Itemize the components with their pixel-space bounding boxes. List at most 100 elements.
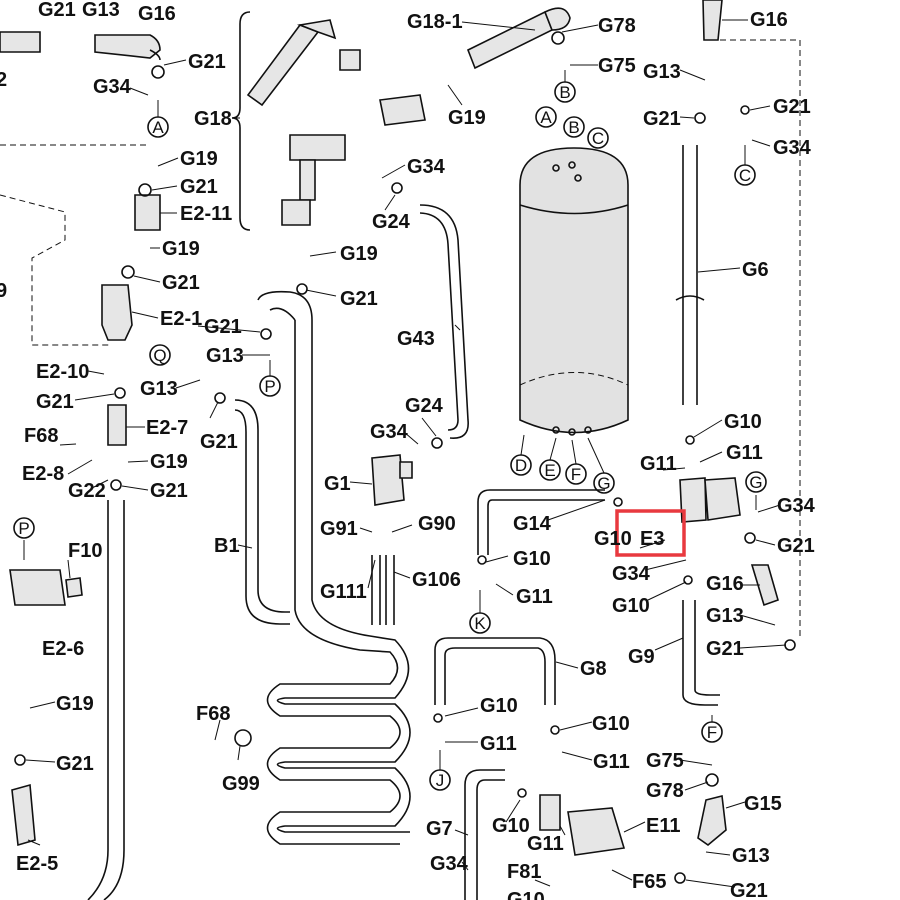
label-g7: G7 <box>426 818 453 840</box>
label-b1: B1 <box>214 535 240 557</box>
label-g21-f: G21 <box>56 753 94 775</box>
label-e3: E3 <box>640 528 664 550</box>
label-g19-3: G19 <box>150 451 188 473</box>
connector-p1-label: P <box>264 377 275 396</box>
label-g11-2: G11 <box>640 453 677 475</box>
label-g19-2: G19 <box>162 238 200 260</box>
label-e2-10: E2-10 <box>36 361 89 383</box>
label-g24-1: G24 <box>372 211 411 233</box>
pipe-g7 <box>464 769 505 900</box>
label-g34-c: G34 <box>370 421 409 443</box>
label-g13-right-2: G13 <box>706 605 744 627</box>
label-g16-right: G16 <box>750 9 788 31</box>
label-g106: G106 <box>412 569 461 591</box>
label-g34-right-3: G34 <box>612 563 651 585</box>
label-e11: E11 <box>646 815 680 837</box>
pipe-g9 <box>682 600 720 706</box>
connector-p2-label: P <box>18 519 29 538</box>
label-e2-7: E2-7 <box>146 417 188 439</box>
label-g19-1: G19 <box>180 148 218 170</box>
label-g1: G1 <box>324 473 351 495</box>
label-g13-top-left: G13 <box>82 0 120 21</box>
label-g10-4: G10 <box>612 595 650 617</box>
label-g21-h: G21 <box>204 316 242 338</box>
connector-q-label: Q <box>153 346 166 365</box>
label-g75-1: G75 <box>598 55 636 77</box>
label-g21-d: G21 <box>36 391 74 413</box>
label-g21-right-5: G21 <box>730 880 768 900</box>
label-g10-3: G10 <box>594 528 632 550</box>
label-g16-top-left: G16 <box>138 3 176 25</box>
label-g19-5: G19 <box>448 107 486 129</box>
label-f81: F81 <box>507 861 541 883</box>
connector-q <box>149 344 171 366</box>
label-f68-2: F68 <box>196 703 230 725</box>
connector-stems <box>23 70 757 770</box>
label-f65: F65 <box>632 871 666 893</box>
connector-c1-label: C <box>592 129 604 148</box>
pipe-left-long <box>87 500 125 900</box>
label-g99: G99 <box>222 773 260 795</box>
label-g34-right-1: G34 <box>773 137 812 159</box>
label-g21-right-1: G21 <box>643 108 681 130</box>
label-g11-4: G11 <box>480 733 517 755</box>
leader-lines <box>25 19 787 888</box>
connector-circles: A A B B C C D E F F G G P P Q K J <box>13 81 767 791</box>
pipe-g111-g106 <box>371 555 395 625</box>
label-g21-i: G21 <box>200 431 238 453</box>
label-g10-8: G10 <box>507 889 545 900</box>
label-g75-2: G75 <box>646 750 684 772</box>
label-g21-right-3: G21 <box>777 535 815 557</box>
connector-p2 <box>13 517 35 539</box>
part-g15 <box>697 795 727 847</box>
label-g21-e: G21 <box>150 480 188 502</box>
label-g111: G111 <box>320 581 367 603</box>
label-g11-1: G11 <box>726 442 763 464</box>
label-g13-right: G13 <box>643 61 681 83</box>
connector-b2 <box>563 116 585 138</box>
label-g24-2: G24 <box>405 395 444 417</box>
label-g21-b: G21 <box>180 176 218 198</box>
label-g10-6: G10 <box>592 713 630 735</box>
label-g13-b: G13 <box>206 345 244 367</box>
connector-g2 <box>745 471 767 493</box>
label-g10-7: G10 <box>492 815 530 837</box>
pipe-g14 <box>477 489 605 555</box>
part-e2-7 <box>107 404 127 446</box>
g18-brace <box>231 11 251 231</box>
dashed-outline-right <box>720 39 801 640</box>
part-labels: G21 G13 G16 G21 G34 2 G19 G21 E2-11 G19 … <box>0 0 816 900</box>
label-g13-right-3: G13 <box>732 845 770 867</box>
coil-b1 <box>257 290 411 845</box>
dashed-outline-left <box>0 194 110 346</box>
connector-a2 <box>535 106 557 128</box>
part-e2-11 <box>134 194 161 231</box>
label-g16-right-2: G16 <box>706 573 744 595</box>
label-g11-5: G11 <box>593 751 630 773</box>
label-g91: G91 <box>320 518 358 540</box>
connector-k-label: K <box>474 614 486 633</box>
part-g18-assembly <box>246 19 426 226</box>
connector-a2-label: A <box>540 108 552 127</box>
part-e2-6 <box>9 569 66 606</box>
connector-c1 <box>587 127 609 149</box>
label-g19-4: G19 <box>56 693 94 715</box>
label-g11-6: G11 <box>527 833 564 855</box>
connector-g1-label: G <box>597 474 610 493</box>
label-g14: G14 <box>513 513 552 535</box>
part-e2-1 <box>101 284 133 341</box>
connector-f1-label: F <box>571 465 581 484</box>
connector-a1-label: A <box>152 118 164 137</box>
label-f10: F10 <box>68 540 102 562</box>
connector-e-label: E <box>544 461 555 480</box>
pipe-g8 <box>434 637 556 705</box>
label-g78-2: G78 <box>646 780 684 802</box>
connector-f2-label: F <box>707 723 717 742</box>
rings <box>14 31 796 884</box>
label-g13-c: G13 <box>140 378 178 400</box>
storage-tank <box>519 147 629 436</box>
label-g78-1: G78 <box>598 15 636 37</box>
label-g21-right-2: G21 <box>773 96 811 118</box>
label-g21-g: G21 <box>340 288 378 310</box>
label-g21-top-left: G21 <box>38 0 76 21</box>
